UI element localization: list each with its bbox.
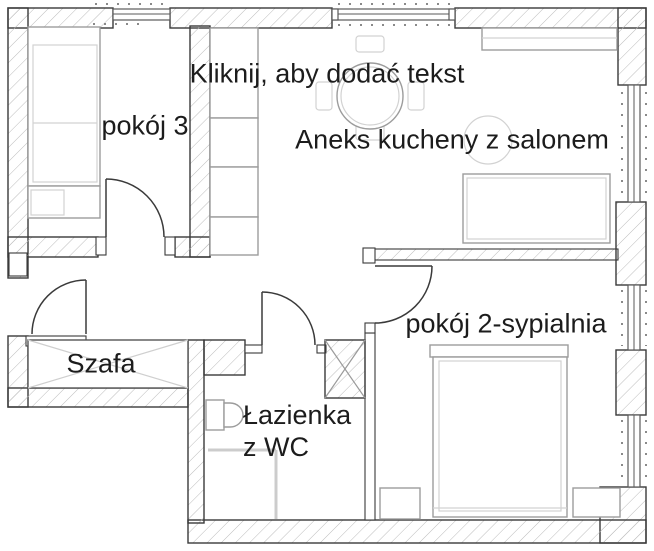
shower-partition — [208, 448, 278, 519]
wardrobe-box — [27, 339, 189, 389]
jamb-room3-right — [164, 236, 176, 256]
room-label-bathroom-line2: z WC — [243, 432, 309, 462]
wall-bathroom-top — [244, 344, 263, 354]
jamb-bedroom-top — [362, 247, 376, 264]
dining-set — [315, 35, 425, 141]
toilet — [205, 399, 244, 431]
bed-room3 — [27, 26, 101, 187]
furniture — [27, 26, 621, 520]
window-right-bedroom-1 — [621, 284, 647, 351]
dining-chair-top — [355, 35, 385, 53]
window-right-living — [621, 84, 647, 203]
jamb-room3-left — [95, 236, 107, 256]
wall-right-pier-1 — [615, 201, 647, 286]
room-label-bathroom-line1: Łazienka — [243, 400, 352, 430]
wall-bathroom-left — [187, 339, 205, 524]
room-label-wardrobe[interactable]: Szafa — [66, 348, 136, 379]
door-bathroom — [261, 291, 316, 346]
wall-room3-bottom-right — [174, 236, 211, 258]
wall-bathroom-bedroom — [364, 332, 376, 521]
wall-wardrobe-bottom — [7, 387, 189, 408]
nightstand-right — [572, 487, 621, 518]
exterior-walls — [7, 7, 647, 544]
jamb-bedroom-bottom — [364, 322, 376, 334]
door-room3 — [105, 178, 165, 238]
room-label-room3[interactable]: pokój 3 — [101, 110, 189, 141]
jamb-entry-top — [8, 252, 28, 277]
doors — [31, 178, 433, 346]
window-right-bedroom-2 — [621, 414, 647, 488]
wall-bathroom-corner-block — [203, 339, 246, 376]
room-label-kitchen-living[interactable]: Aneks kucheny z salonem — [295, 124, 609, 155]
room-label-bedroom[interactable]: pokój 2-sypialnia — [405, 308, 607, 339]
kitchen-cabinets — [209, 27, 259, 256]
room-label-bathroom[interactable]: Łazienka z WC — [243, 399, 351, 463]
window-living — [331, 3, 456, 26]
nightstand-left — [379, 487, 421, 520]
duct-shaft — [324, 339, 366, 399]
wall-living-bedroom-divider — [372, 248, 619, 261]
windows — [93, 3, 647, 488]
window-room3 — [93, 3, 171, 25]
wall-bottom — [187, 519, 647, 544]
wall-top-mid — [169, 7, 333, 29]
sofa-table — [462, 173, 611, 244]
wall-right-pier-2 — [615, 349, 647, 416]
sideboard — [481, 27, 618, 51]
dining-chair-right — [407, 81, 425, 111]
rug-circle — [463, 115, 513, 165]
door-entry — [31, 279, 87, 335]
bed-bedroom — [429, 344, 569, 518]
dining-table — [336, 62, 404, 130]
door-bedroom — [374, 265, 433, 324]
wall-right-top-corner — [617, 7, 647, 86]
dresser-room3 — [27, 185, 101, 219]
dining-chair-left — [315, 81, 333, 111]
text-placeholder[interactable]: Kliknij, aby dodać tekst — [189, 58, 465, 89]
